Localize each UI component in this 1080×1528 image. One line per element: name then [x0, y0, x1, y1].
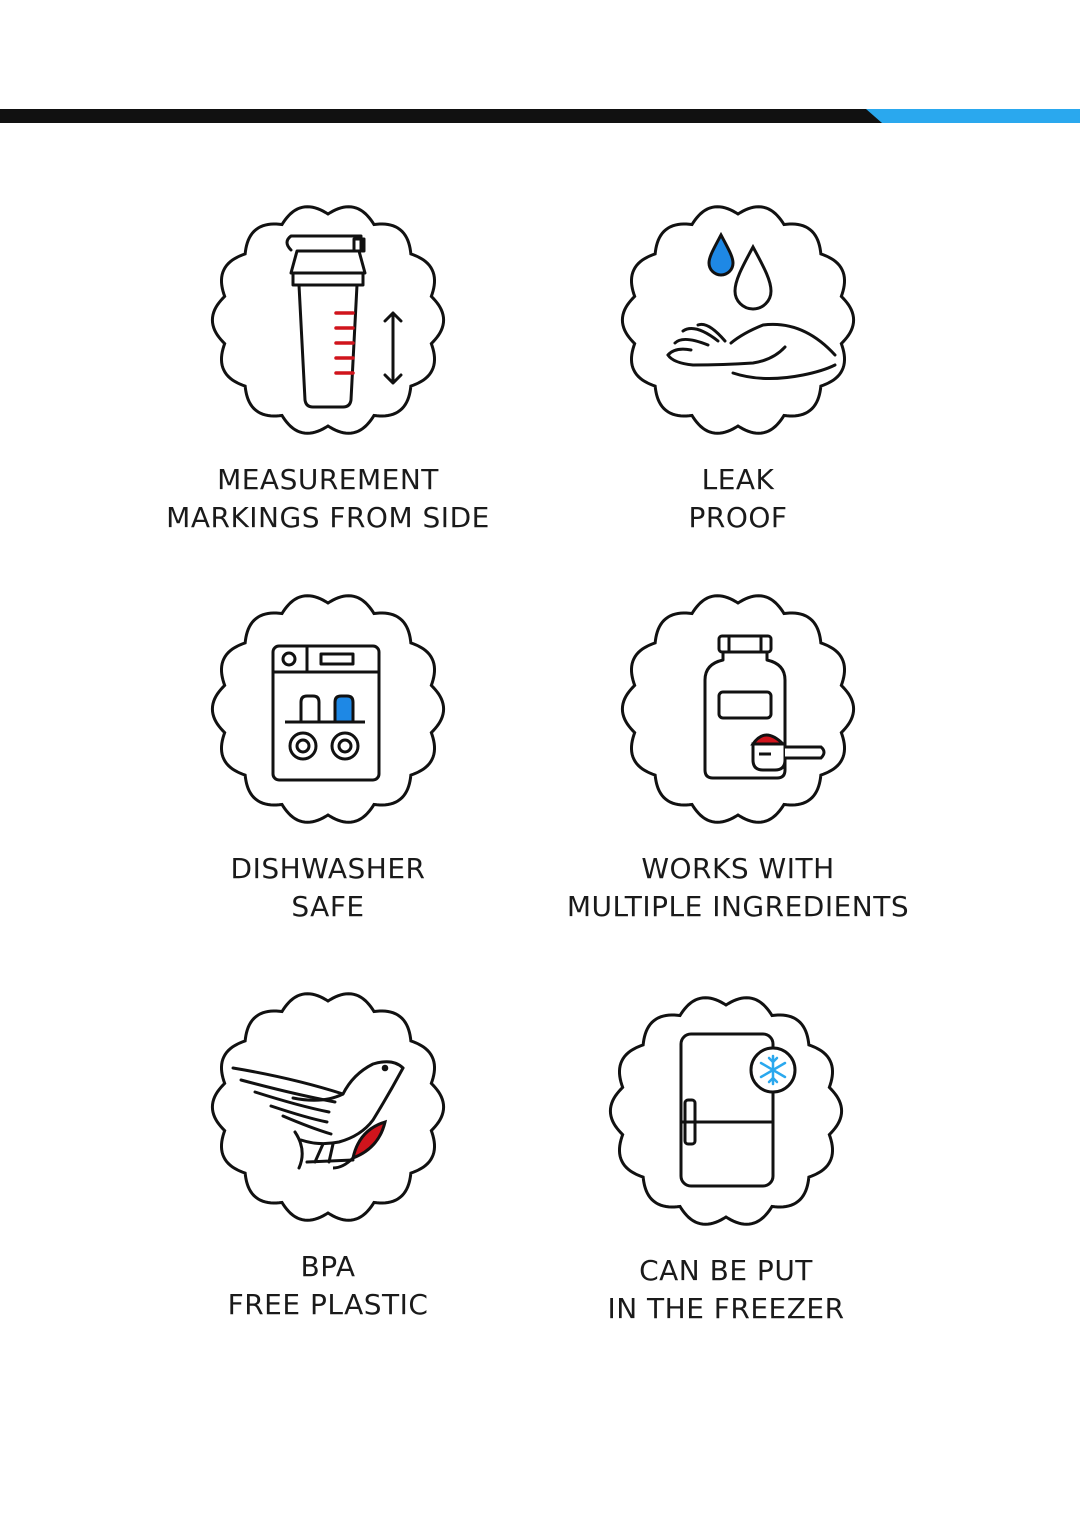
feature-bpa-free: BPA FREE PLASTIC — [118, 982, 538, 1324]
scalloped-badge-outline — [620, 205, 856, 435]
top-banner-stripe — [0, 109, 1080, 123]
label-line: WORKS WITH — [641, 852, 835, 885]
freezer-icon — [608, 996, 844, 1226]
scalloped-badge-outline — [620, 594, 856, 824]
dishwasher-icon — [210, 594, 446, 824]
snowflake-icon — [759, 1054, 787, 1086]
label-line: BPA — [300, 1250, 356, 1283]
water-drop-hand-icon — [620, 205, 856, 435]
feature-measurement-markings: MEASUREMENT MARKINGS FROM SIDE — [118, 195, 538, 537]
label-line: MULTIPLE INGREDIENTS — [566, 890, 910, 923]
scalloped-badge-outline — [210, 205, 446, 435]
feature-dishwasher-safe: DISHWASHER SAFE — [118, 584, 538, 926]
label-line: MEASUREMENT — [217, 463, 439, 496]
feature-label: LEAK PROOF — [528, 461, 948, 537]
label-line: MARKINGS FROM SIDE — [166, 501, 490, 534]
label-line: LEAK — [701, 463, 775, 496]
label-line: PROOF — [688, 501, 788, 534]
scalloped-badge-outline — [608, 996, 844, 1226]
feature-label: DISHWASHER SAFE — [118, 850, 538, 926]
feature-label: BPA FREE PLASTIC — [118, 1248, 538, 1324]
feature-leak-proof: LEAK PROOF — [528, 195, 948, 537]
feature-label: MEASUREMENT MARKINGS FROM SIDE — [118, 461, 538, 537]
label-line: CAN BE PUT — [639, 1254, 813, 1287]
feature-label: CAN BE PUT IN THE FREEZER — [516, 1252, 936, 1328]
label-line: FREE PLASTIC — [227, 1288, 429, 1321]
label-line: DISHWASHER — [230, 852, 426, 885]
scalloped-badge-outline — [210, 992, 446, 1222]
stripe-accent — [866, 109, 1080, 123]
bird-icon — [210, 992, 446, 1222]
scalloped-badge-outline — [210, 594, 446, 824]
feature-freezer-safe: CAN BE PUT IN THE FREEZER — [516, 986, 936, 1328]
label-line: SAFE — [291, 890, 365, 923]
feature-label: WORKS WITH MULTIPLE INGREDIENTS — [528, 850, 948, 926]
supplement-jar-scoop-icon — [620, 594, 856, 824]
shaker-bottle-icon — [210, 205, 446, 435]
stripe-dark — [0, 109, 885, 123]
feature-multiple-ingredients: WORKS WITH MULTIPLE INGREDIENTS — [528, 584, 948, 926]
label-line: IN THE FREEZER — [607, 1292, 845, 1325]
